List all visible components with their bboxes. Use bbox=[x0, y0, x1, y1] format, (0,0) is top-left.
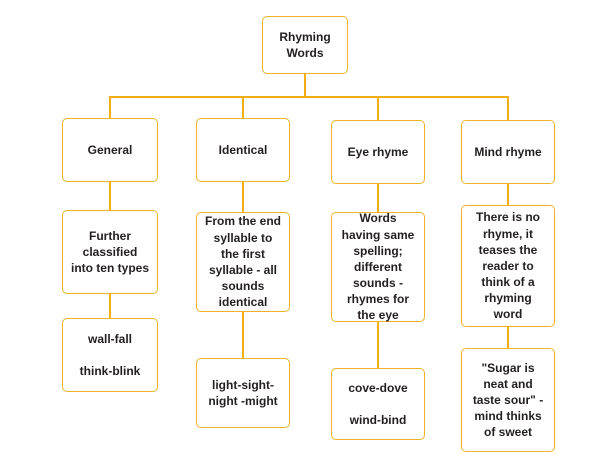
connector-line bbox=[109, 182, 111, 212]
node-mind-rhyme-example: "Sugar is neat and taste sour" - mind th… bbox=[451, 348, 555, 460]
node-mind-rhyme: Mind rhyme bbox=[451, 120, 555, 192]
node-eye-rhyme-example: cove-dove wind-bind bbox=[321, 368, 425, 448]
node-general-description: Further classified into ten types bbox=[52, 210, 158, 302]
node-identical-description: From the end syllable to the first sylla… bbox=[186, 212, 290, 320]
node-identical: Identical bbox=[186, 118, 290, 190]
connector-line bbox=[109, 96, 111, 120]
connector-line bbox=[377, 322, 379, 370]
node-eye-rhyme-description: Words having same spelling; different so… bbox=[321, 211, 425, 330]
connector-line bbox=[304, 74, 306, 97]
connector-line bbox=[377, 96, 379, 122]
node-mind-rhyme-description: There is no rhyme, it teases the reader … bbox=[451, 205, 555, 335]
connector-line bbox=[109, 96, 509, 98]
connector-line bbox=[109, 294, 111, 320]
connector-line bbox=[242, 96, 244, 120]
node-eye-rhyme: Eye rhyme bbox=[321, 120, 425, 192]
connector-line bbox=[507, 96, 509, 122]
connector-line bbox=[507, 327, 509, 350]
connector-line bbox=[242, 182, 244, 214]
node-rhyming-words: Rhyming Words bbox=[252, 16, 348, 82]
node-general-example: wall-fall think-blink bbox=[52, 318, 158, 400]
connector-line bbox=[377, 184, 379, 214]
connector-line bbox=[507, 184, 509, 207]
node-identical-example: light-sight-night -might bbox=[186, 358, 290, 436]
node-general: General bbox=[52, 118, 158, 190]
connector-line bbox=[242, 312, 244, 360]
